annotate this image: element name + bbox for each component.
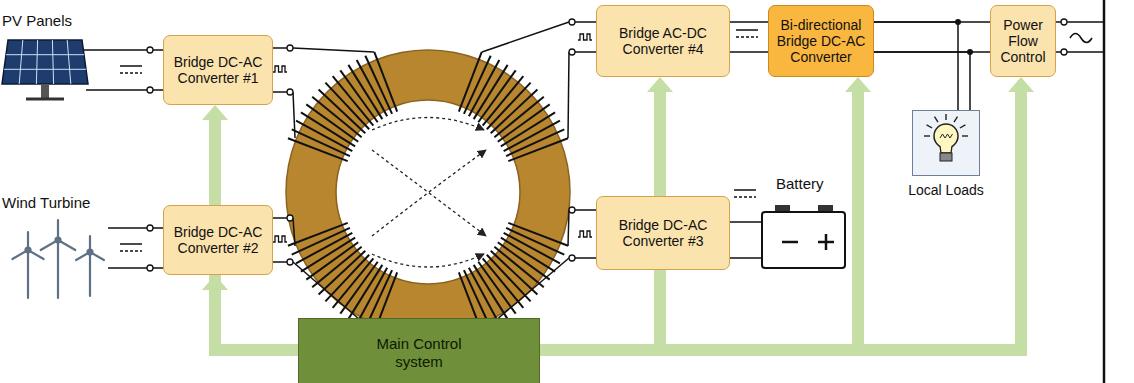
- winding-turn: [374, 52, 397, 112]
- toroid-core: [286, 50, 570, 334]
- connector-line: [874, 52, 970, 110]
- part-label: PV Panels: [2, 12, 72, 30]
- winding-turn: [301, 238, 355, 272]
- toroid-transformer: [286, 50, 570, 334]
- winding-turn: [333, 76, 374, 125]
- bulb-icon: [912, 110, 980, 176]
- winding-turn: [501, 112, 555, 146]
- connector-line: [874, 22, 958, 110]
- node-text: Bridge AC-DC Converter #4: [602, 25, 724, 57]
- connector-line: [730, 21, 768, 23]
- supervisor-box: Main Control system: [298, 318, 540, 383]
- winding-turn: [348, 65, 382, 119]
- winding-turn: [312, 247, 361, 288]
- winding-turn: [319, 251, 366, 295]
- winding-turn: [474, 65, 508, 119]
- winding-turn: [504, 233, 560, 263]
- source-wires: [84, 22, 1104, 268]
- winding-leads: [293, 22, 569, 332]
- power-wire: [874, 19, 973, 110]
- connector-line: [215, 289, 298, 350]
- junction-dot: [967, 49, 973, 55]
- process-box: Bridge DC-AC Converter #2: [163, 205, 273, 275]
- storage-icon: [762, 205, 845, 268]
- part-label: Wind Turbine: [2, 194, 90, 212]
- winding-turn: [348, 265, 382, 319]
- power-wire: [730, 22, 768, 52]
- winding-turn: [340, 70, 377, 122]
- consumer-frame: [912, 110, 980, 176]
- winding-turn: [508, 138, 568, 161]
- winding-turn: [301, 112, 355, 146]
- control-arrow: [540, 77, 1034, 350]
- connector-line: [730, 51, 768, 53]
- node-text: Bridge DC-AC Converter #1: [169, 54, 267, 86]
- flux-arrows: [372, 118, 486, 268]
- process-box: Bi-directional Bridge DC-AC Converter: [768, 5, 874, 77]
- winding-turn: [478, 262, 515, 314]
- part-label: Battery: [776, 175, 824, 193]
- process-box: Bridge DC-AC Converter #1: [163, 35, 273, 105]
- arrow-head: [202, 275, 228, 290]
- node-text: Power Flow Control: [996, 17, 1050, 65]
- process-box: Bridge DC-AC Converter #3: [596, 196, 730, 270]
- arrow-head: [202, 105, 228, 120]
- winding-turn: [491, 89, 538, 133]
- control-arrow: [202, 275, 298, 350]
- power-wire: [874, 22, 990, 52]
- node-text: Bridge DC-AC Converter #2: [169, 224, 267, 256]
- winding-turn: [357, 268, 387, 324]
- node-text: Bi-directional Bridge DC-AC Converter: [774, 17, 868, 65]
- winding-turn: [494, 97, 543, 138]
- winding-turn: [487, 255, 531, 302]
- process-box: Bridge AC-DC Converter #4: [596, 5, 730, 77]
- winding-turn: [501, 238, 555, 272]
- turbine-icon: [12, 220, 104, 298]
- arrow-head: [845, 77, 871, 92]
- node-text: Local Loads: [908, 182, 984, 198]
- winding-turn: [498, 104, 550, 141]
- connector-line: [540, 91, 1021, 350]
- winding-turn: [296, 121, 352, 151]
- winding-turn: [469, 60, 499, 116]
- winding-turn: [474, 265, 508, 319]
- control-arrow: [540, 77, 871, 350]
- winding-turn: [288, 223, 348, 246]
- solar-panel-icon: [2, 40, 88, 99]
- winding-turn: [306, 242, 358, 279]
- grid-symbol: [1070, 0, 1104, 383]
- node-text: Main Control system: [363, 335, 475, 371]
- winding-turn: [325, 83, 369, 130]
- junction-dot: [955, 19, 961, 25]
- consumer-box: Local Loads: [901, 110, 991, 198]
- winding-turn: [483, 258, 524, 307]
- arrow-head: [647, 77, 673, 92]
- connector-line: [540, 91, 858, 350]
- arrow-head: [1008, 77, 1034, 92]
- process-box: Power Flow Control: [990, 5, 1056, 77]
- node-text: Bridge DC-AC Converter #3: [602, 217, 724, 249]
